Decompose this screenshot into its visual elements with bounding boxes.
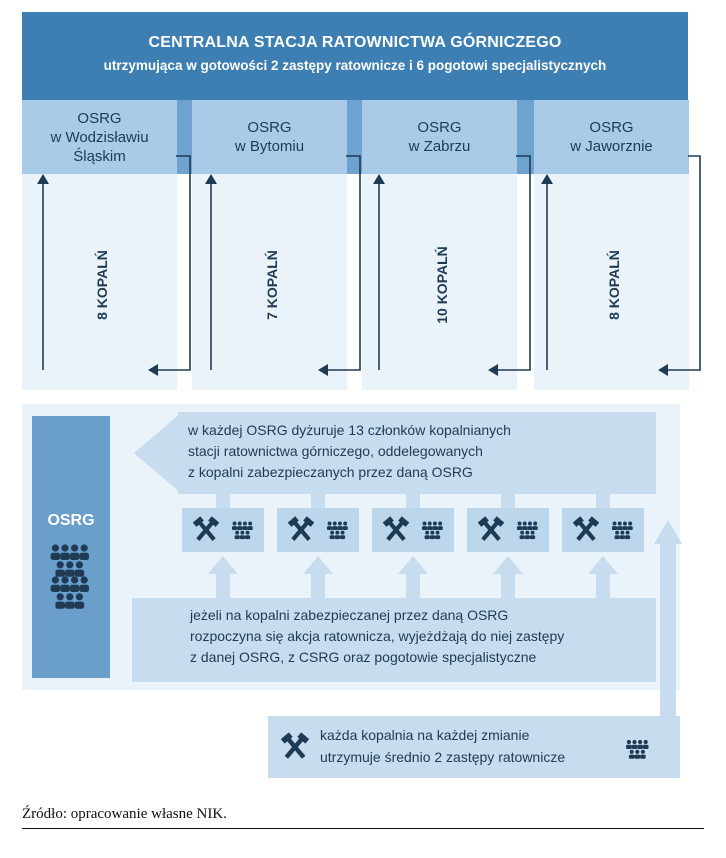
rescue-team-icon — [624, 738, 652, 760]
station-line: Śląskim — [73, 147, 126, 165]
station-line: w Bytomiu — [234, 138, 305, 155]
mines-column — [22, 174, 177, 390]
hammer-pick-icon — [192, 516, 220, 544]
station-line: w Zabrzu — [408, 138, 471, 155]
header-subtitle: utrzymująca w gotowości 2 zastępy ratown… — [103, 58, 607, 73]
duty-line: stacji ratownictwa górniczego, oddelegow… — [188, 443, 483, 459]
shift-line: utrzymuje średnio 2 zastępy ratownicze — [320, 749, 566, 765]
rescue-team-icon — [230, 520, 256, 540]
connector — [311, 494, 325, 508]
mines-column — [534, 174, 689, 390]
flow-arrows — [37, 155, 701, 376]
rescue-team-icon — [515, 520, 541, 540]
station-line: OSRG — [247, 119, 292, 136]
station-line: w Wodzisławiu — [50, 128, 149, 146]
up-arrows — [208, 556, 618, 598]
station-zabrze: OSRG w Zabrzu — [362, 100, 517, 174]
header-banner: CENTRALNA STACJA RATOWNICTWA GÓRNICZEGO … — [22, 12, 688, 100]
station-bytom: OSRG w Bytomiu — [192, 100, 347, 174]
mine-box — [277, 508, 359, 552]
connector — [596, 494, 610, 508]
rescue-team-icon — [420, 520, 446, 540]
hammer-pick-icon — [280, 732, 310, 762]
hammer-pick-icon — [382, 516, 410, 544]
connector — [216, 494, 230, 508]
connector — [501, 494, 515, 508]
duty-line: z kopalni zabezpieczanych przez daną OSR… — [188, 464, 473, 480]
source-note: Źródło: opracowanie własne NIK. — [22, 806, 227, 822]
mines-column — [362, 174, 517, 390]
hammer-pick-icon — [287, 516, 315, 544]
hammer-pick-icon — [477, 516, 505, 544]
left-arrow-icon — [134, 412, 182, 494]
action-line: jeżeli na kopalni zabezpieczanej przez d… — [190, 607, 509, 623]
station-line: OSRG — [417, 119, 462, 136]
divider — [22, 828, 704, 829]
duty-line: w każdej OSRG dyżuruje 13 członków kopal… — [188, 422, 511, 438]
action-line: z danej OSRG, z CSRG oraz pogotowie spec… — [190, 649, 537, 665]
mine-box — [562, 508, 644, 552]
action-line: rozpoczyna się akcja ratownicza, wyjeżdż… — [190, 628, 565, 644]
station-wodzislaw: OSRG w Wodzisławiu Śląskim — [22, 100, 177, 174]
station-line: OSRG — [589, 119, 634, 136]
station-line: w Jaworznie — [570, 138, 653, 155]
shift-info-box: każda kopalnia na każdej zmianie utrzymu… — [268, 716, 680, 778]
rescue-team-icon — [610, 520, 636, 540]
right-up-arrow — [654, 520, 682, 720]
station-jaworzno: OSRG w Jaworznie — [534, 100, 689, 174]
rescue-team-icon — [325, 520, 351, 540]
osrg-side-box: OSRG — [32, 416, 110, 678]
osrg-side-label: OSRG — [47, 512, 95, 529]
action-info-box: jeżeli na kopalni zabezpieczanej przez d… — [132, 598, 656, 682]
mines-column — [192, 174, 347, 390]
hammer-pick-icon — [572, 516, 600, 544]
mine-box — [182, 508, 264, 552]
mine-box — [372, 508, 454, 552]
connector — [406, 494, 420, 508]
shift-line: każda kopalnia na każdej zmianie — [320, 727, 530, 743]
mine-box — [467, 508, 549, 552]
station-line: OSRG — [77, 109, 122, 127]
duty-info-box: w każdej OSRG dyżuruje 13 członków kopal… — [178, 412, 656, 494]
header-title: CENTRALNA STACJA RATOWNICTWA GÓRNICZEGO — [148, 34, 562, 51]
